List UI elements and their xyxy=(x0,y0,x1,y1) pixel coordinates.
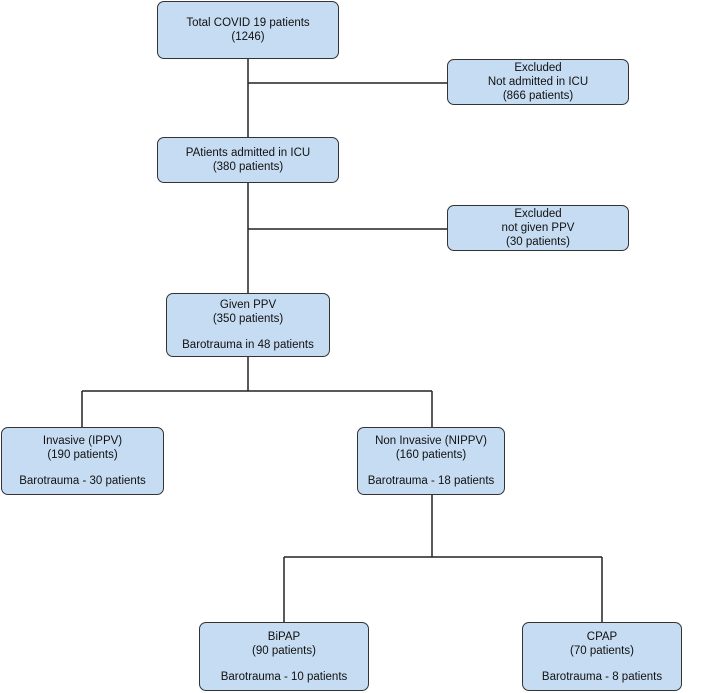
excluded-no-ppv-box: Excluded not given PPV (30 patients) xyxy=(447,205,629,251)
bipap-count: (90 patients) xyxy=(252,644,316,657)
total-patients-label: Total COVID 19 patients xyxy=(186,17,310,29)
given-ppv-barotrauma: Barotrauma in 48 patients xyxy=(182,339,314,351)
non-invasive-nippv-box: Non Invasive (NIPPV) (160 patients) Baro… xyxy=(357,427,505,495)
non-invasive-barotrauma: Barotrauma - 18 patients xyxy=(367,475,495,487)
bipap-box: BiPAP (90 patients) Barotrauma - 10 pati… xyxy=(199,622,369,691)
invasive-barotrauma: Barotrauma - 30 patients xyxy=(19,475,146,487)
excluded-ppv-count: (30 patients) xyxy=(506,236,570,248)
invasive-ippv-box: Invasive (IPPV) (190 patients) Barotraum… xyxy=(1,427,164,495)
invasive-count: (190 patients) xyxy=(47,449,118,461)
excluded-ppv-heading: Excluded xyxy=(514,208,562,220)
non-invasive-count: (160 patients) xyxy=(395,449,467,461)
icu-admitted-label: PAtients admitted in ICU xyxy=(185,147,311,159)
icu-admitted-box: PAtients admitted in ICU (380 patients) xyxy=(157,137,339,183)
excluded-ppv-reason: not given PPV xyxy=(501,222,575,234)
non-invasive-label: Non Invasive (NIPPV) xyxy=(375,435,487,447)
given-ppv-count: (350 patients) xyxy=(212,313,284,325)
excluded-icu-count: (866 patients) xyxy=(502,90,574,102)
given-ppv-label: Given PPV xyxy=(219,299,277,311)
invasive-label: Invasive (IPPV) xyxy=(42,435,123,447)
excluded-icu-reason: Not admitted in ICU xyxy=(487,76,589,88)
excluded-icu-heading: Excluded xyxy=(514,62,562,74)
cpap-box: CPAP (70 patients) Barotrauma - 8 patien… xyxy=(522,622,682,691)
total-patients-box: Total COVID 19 patients (1246) xyxy=(157,1,339,59)
bipap-label: BiPAP xyxy=(267,630,301,643)
bipap-barotrauma: Barotrauma - 10 patients xyxy=(220,670,348,683)
icu-admitted-count: (380 patients) xyxy=(212,161,284,173)
cpap-count: (70 patients) xyxy=(570,644,634,657)
cpap-barotrauma: Barotrauma - 8 patients xyxy=(541,670,663,683)
total-patients-count: (1246) xyxy=(231,31,265,43)
excluded-not-in-icu-box: Excluded Not admitted in ICU (866 patien… xyxy=(447,59,629,105)
cpap-label: CPAP xyxy=(586,630,618,643)
given-ppv-box: Given PPV (350 patients) Barotrauma in 4… xyxy=(166,293,330,357)
